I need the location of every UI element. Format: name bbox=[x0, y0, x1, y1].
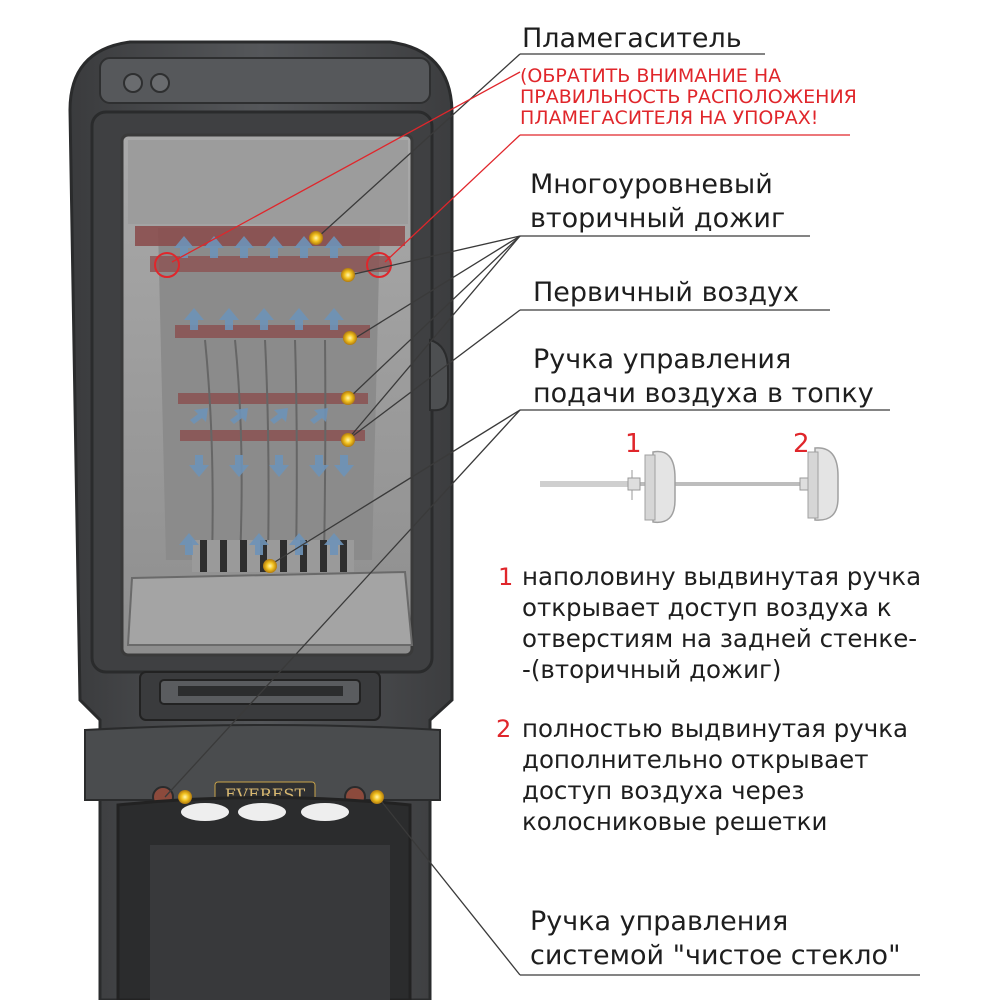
label-clean-glass-line-1: Ручка управления bbox=[530, 906, 789, 937]
marker-secondary-2 bbox=[343, 331, 357, 345]
label-secondary-burn-line-1: Многоуровневый bbox=[530, 169, 773, 200]
label-air-handle-line-1: Ручка управления bbox=[533, 344, 792, 375]
note-2-line-3: доступ воздуха через bbox=[522, 776, 805, 805]
top-knob-left bbox=[123, 73, 143, 93]
note-1-line-2: открывает доступ воздуха к bbox=[522, 593, 892, 622]
marker-clean-glass bbox=[370, 790, 384, 804]
ash-drawer bbox=[139, 671, 381, 721]
note-1-number: 1 bbox=[498, 563, 514, 591]
handle-position-2-label: 2 bbox=[793, 429, 810, 459]
note-2-number: 2 bbox=[496, 715, 512, 743]
firebox bbox=[120, 133, 414, 657]
warning-line-1: (ОБРАТИТЬ ВНИМАНИЕ НА bbox=[520, 65, 782, 87]
note-1-line-4: -(вторичный дожиг) bbox=[522, 655, 782, 684]
marker-air-handle bbox=[178, 790, 192, 804]
note-1-line-1: наполовину выдвинутая ручка bbox=[522, 562, 922, 591]
marker-dots bbox=[178, 231, 384, 804]
marker-primary-air bbox=[341, 433, 355, 447]
baffle-stop-left bbox=[154, 252, 180, 278]
leader-lines bbox=[164, 53, 920, 976]
label-clean-glass-line-2: системой "чистое стекло" bbox=[530, 940, 901, 971]
note-1-line-3: отверстиям на задней стенке- bbox=[522, 624, 918, 653]
label-secondary-burn-line-2: вторичный дожиг bbox=[530, 203, 786, 234]
top-knob-right bbox=[150, 73, 170, 93]
handle-position-diagram bbox=[540, 447, 839, 524]
handle-position-1-label: 1 bbox=[625, 429, 642, 459]
handle-position-2 bbox=[814, 447, 839, 521]
label-primary-air: Первичный воздух bbox=[533, 277, 799, 308]
air-flow-arrows bbox=[174, 236, 354, 555]
handle-position-1 bbox=[652, 450, 676, 524]
label-flame-arrester: Пламегаситель bbox=[522, 23, 742, 54]
air-hole-row bbox=[175, 325, 370, 338]
note-2-line-4: колосниковые решетки bbox=[522, 807, 828, 836]
marker-secondary-3 bbox=[341, 391, 355, 405]
marker-secondary-1 bbox=[341, 268, 355, 282]
marker-grate bbox=[263, 559, 277, 573]
lower-panel: EVEREST bbox=[84, 724, 441, 1000]
warning-line-3: ПЛАМЕГАСИТЕЛЯ НА УПОРАХ! bbox=[520, 107, 819, 129]
air-hole-row bbox=[178, 393, 368, 404]
label-air-handle-line-2: подачи воздуха в топку bbox=[533, 378, 874, 409]
note-2-line-1: полностью выдвинутая ручка bbox=[522, 714, 909, 743]
note-2-line-2: дополнительно открывает bbox=[522, 745, 869, 774]
marker-flame-arrester bbox=[309, 231, 323, 245]
warning-lines bbox=[171, 71, 850, 263]
air-hole-row bbox=[180, 430, 365, 441]
warning-line-2: ПРАВИЛЬНОСТЬ РАСПОЛОЖЕНИЯ bbox=[520, 86, 857, 108]
